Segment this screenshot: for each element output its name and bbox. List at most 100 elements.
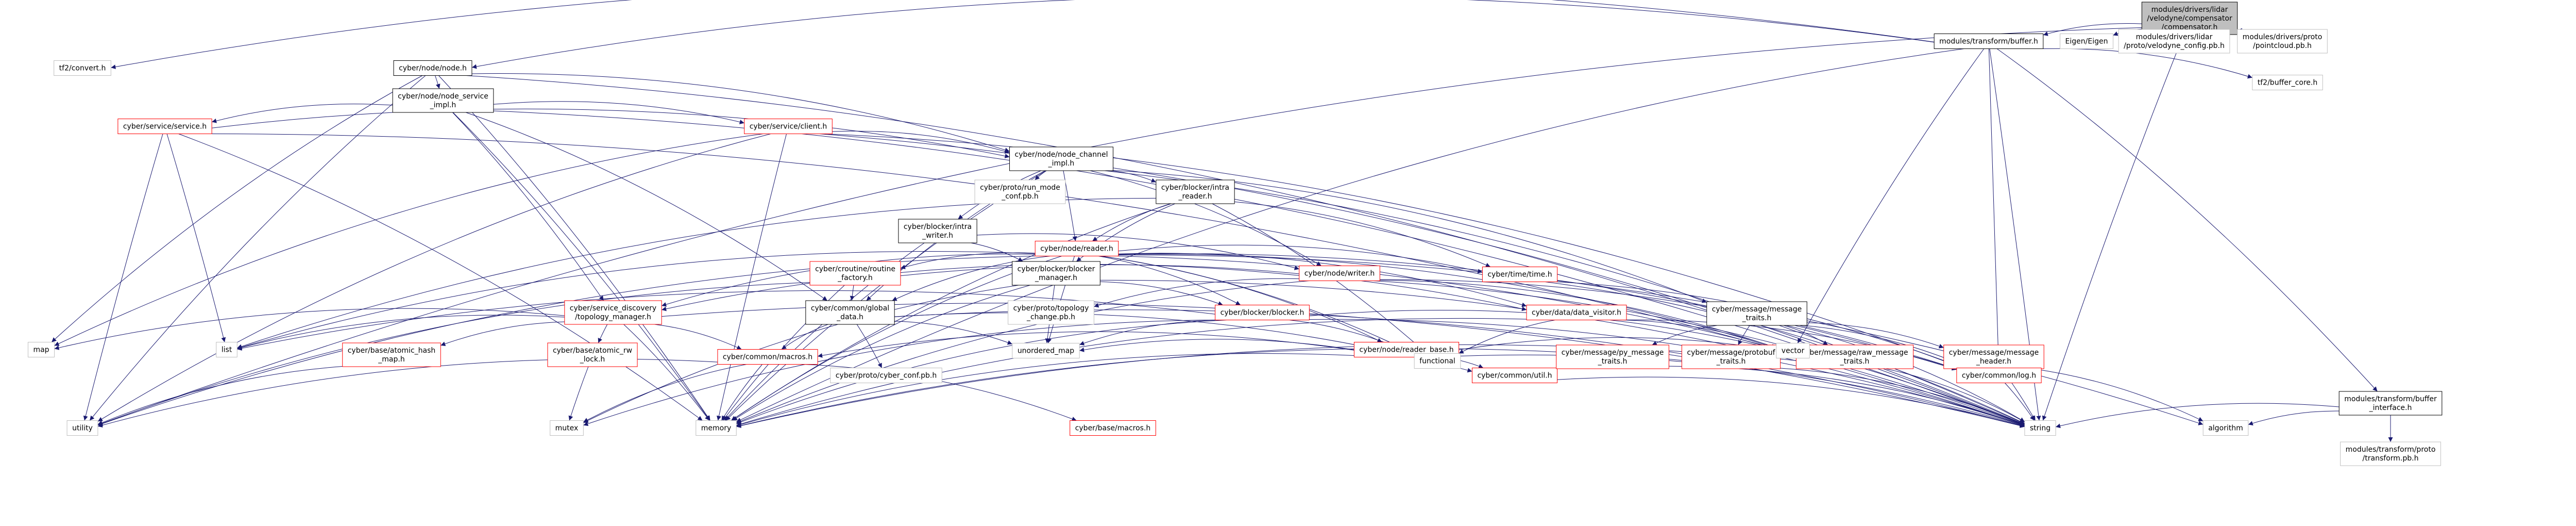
graph-node-node-h[interactable]: cyber/node/node.h [393, 60, 472, 76]
node-label: cyber/base/macros.h [1075, 424, 1151, 433]
edge-node-service-impl-to-string [493, 110, 2025, 425]
node-box [1299, 266, 1380, 281]
edge-global-data-to-macros-common [781, 324, 828, 350]
edge-intra-reader-to-reader-h [1092, 203, 1171, 241]
node-box [696, 420, 737, 436]
graph-node-buffer-interface[interactable]: modules/transform/buffer_interface.h [2338, 391, 2443, 416]
edge-message-traits-to-message-header [1807, 322, 1944, 349]
graph-node-topology-manager[interactable]: cyber/service_discovery/topology_manager… [564, 300, 662, 325]
edge-node-channel-impl-to-reader-h [1063, 170, 1077, 241]
node-label: cyber/blocker/blocker.h [1221, 309, 1304, 317]
node-label: _factory.h [837, 274, 873, 282]
edge-client-h-to-utility [97, 134, 771, 422]
node-box [898, 219, 977, 243]
edge-client-h-to-map [54, 134, 764, 346]
node-label: cyber/service/client.h [750, 123, 827, 131]
edge-global-data-to-cyber-conf [856, 324, 883, 368]
graph-node-functional: functional [1414, 353, 1461, 369]
node-label: cyber/message/py_message [1562, 349, 1664, 357]
edge-node-service-impl-to-topology-manager [452, 112, 604, 301]
edge-data-visitor-to-memory [736, 318, 1527, 426]
graph-node-reader-h[interactable]: cyber/node/reader.h [1035, 241, 1119, 256]
edge-routine-factory-to-data-visitor [900, 265, 1527, 311]
edge-intra-writer-to-writer-h [977, 233, 1299, 270]
edge-node-channel-impl-to-intra-reader [1109, 170, 1157, 183]
edge-buffer-h-to-log-h [1988, 48, 2001, 368]
edge-reader-h-to-time-h [1118, 244, 1483, 274]
graph-node-protobuf-traits[interactable]: cyber/message/protobuf_traits.h [1681, 344, 1781, 369]
node-label: cyber/message/protobuf [1687, 349, 1775, 357]
graph-node-message-header[interactable]: cyber/message/message_header.h [1943, 344, 2044, 369]
edge-time-h-to-string [1545, 282, 2025, 424]
node-label: _lock.h [580, 355, 605, 364]
node-label: _conf.pb.h [1001, 192, 1039, 201]
node-box [1035, 241, 1119, 256]
node-label: cyber/common/util.h [1477, 372, 1552, 380]
node-label: cyber/node/node.h [399, 64, 467, 73]
graph-node-util-h[interactable]: cyber/common/util.h [1471, 368, 1558, 383]
graph-node-blocker-manager[interactable]: cyber/blocker/blocker_manager.h [1012, 261, 1100, 286]
graph-node-client-h[interactable]: cyber/service/client.h [744, 119, 833, 134]
edge-blocker-manager-to-mutex [583, 285, 1019, 423]
edge-buffer-h-to-node-h [471, 0, 1935, 69]
graph-node-global-data[interactable]: cyber/common/global_data.h [805, 300, 895, 325]
graph-node-utility: utility [66, 420, 98, 436]
edge-reader-h-to-functional [1100, 256, 1415, 354]
node-label: cyber/service/service.h [123, 123, 207, 131]
edge-client-h-to-log-h [824, 134, 1963, 369]
graph-node-memory: memory [696, 420, 737, 436]
node-box [2237, 29, 2328, 54]
node-label: mutex [555, 424, 579, 433]
graph-node-routine-factory[interactable]: cyber/croutine/routine_factory.h [809, 261, 901, 286]
node-box [1070, 420, 1156, 436]
node-label: cyber/node/node_service [398, 92, 488, 101]
node-box [717, 349, 818, 365]
edge-writer-h-to-topology-manager [662, 264, 1299, 311]
graph-node-algorithm: algorithm [2202, 420, 2249, 436]
graph-node-message-traits[interactable]: cyber/message/message_traits.h [1706, 301, 1807, 326]
graph-node-atomic-hash-map[interactable]: cyber/base/atomic_hash_map.h [342, 342, 441, 367]
edge-buffer-h-to-memory [736, 48, 1964, 422]
node-label: cyber/proto/run_mode [980, 184, 1060, 192]
node-label: map [33, 346, 49, 354]
edge-protobuf-traits-to-string [1780, 368, 2025, 425]
graph-node-raw-message-traits[interactable]: cyber/message/raw_message_traits.h [1795, 344, 1914, 369]
node-box [1934, 34, 2044, 49]
graph-node-node-channel-impl[interactable]: cyber/node/node_channel_impl.h [1009, 146, 1113, 171]
graph-node-transform-pb: modules/transform/proto/transform.pb.h [2340, 441, 2441, 466]
graph-node-log-h[interactable]: cyber/common/log.h [1956, 368, 2042, 383]
graph-node-buffer-h[interactable]: modules/transform/buffer.h [1934, 34, 2044, 49]
node-label: _change.pb.h [1026, 313, 1075, 321]
graph-node-macros-common[interactable]: cyber/common/macros.h [717, 349, 818, 365]
node-label: modules/transform/proto [2346, 446, 2436, 454]
node-box [54, 60, 111, 76]
graph-node-data-visitor[interactable]: cyber/data/data_visitor.h [1526, 305, 1627, 320]
graph-node-blocker-h[interactable]: cyber/blocker/blocker.h [1215, 305, 1310, 320]
graph-node-base-macros[interactable]: cyber/base/macros.h [1070, 420, 1156, 436]
edge-blocker-h-to-unordered-map [1079, 320, 1220, 346]
graph-node-run-mode-conf: cyber/proto/run_mode_conf.pb.h [974, 179, 1066, 204]
node-box [2118, 29, 2230, 54]
graph-node-service-h[interactable]: cyber/service/service.h [117, 119, 212, 134]
edge-message-traits-to-protobuf-traits [1738, 325, 1750, 346]
graph-node-intra-reader[interactable]: cyber/blocker/intra_reader.h [1156, 179, 1235, 204]
node-label: _traits.h [1742, 314, 1772, 322]
edge-node-service-impl-to-service-h [212, 104, 393, 123]
node-label: cyber/proto/topology [1013, 304, 1089, 313]
graph-node-time-h[interactable]: cyber/time/time.h [1482, 267, 1558, 282]
node-box [1471, 368, 1558, 383]
edge-reader-base-to-vector [1459, 337, 1776, 352]
graph-node-writer-h[interactable]: cyber/node/writer.h [1299, 266, 1380, 281]
node-label: modules/transform/buffer [2344, 395, 2437, 403]
graph-node-intra-writer[interactable]: cyber/blocker/intra_writer.h [898, 219, 977, 243]
graph-node-py-message-traits[interactable]: cyber/message/py_message_traits.h [1556, 344, 1669, 369]
node-label: /proto/velodyne_config.pb.h [2124, 42, 2225, 50]
node-label: memory [701, 424, 732, 433]
graph-node-node-service-impl[interactable]: cyber/node/node_service_impl.h [392, 88, 494, 113]
edge-topology-manager-to-memory [623, 324, 710, 421]
node-box [216, 342, 238, 357]
graph-node-atomic-rw-lock[interactable]: cyber/base/atomic_rw_lock.h [547, 342, 638, 367]
node-label: functional [1419, 357, 1455, 366]
edge-buffer-h-to-vector [1797, 48, 1985, 343]
node-label: /topology_manager.h [575, 313, 651, 321]
